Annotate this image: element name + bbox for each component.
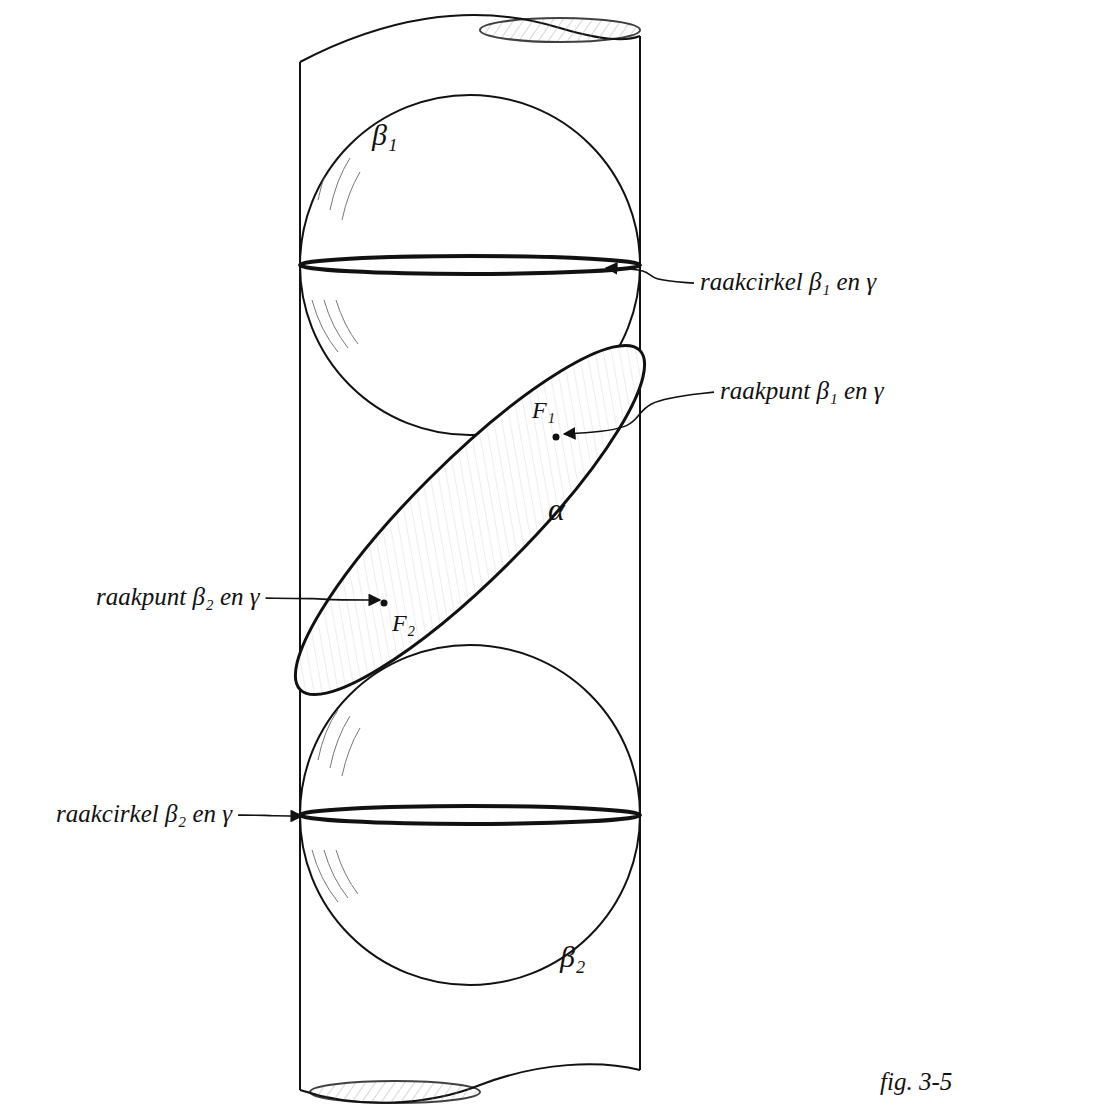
lower-sphere (300, 645, 640, 985)
leader-line (564, 392, 714, 434)
focus-point (553, 434, 560, 441)
leader-line (266, 598, 380, 600)
sphere-label: β₁ (372, 118, 397, 151)
callout-label: raakcirkel β₁ en γ (700, 268, 876, 296)
focus-label: F₂ (392, 610, 415, 636)
plane-label: α (548, 492, 565, 527)
focus-label: F₁ (532, 397, 555, 423)
focus-point (381, 600, 388, 607)
tangent-circle (300, 256, 640, 274)
tangent-circle (300, 806, 640, 824)
figure-caption: fig. 3-5 (880, 1068, 952, 1096)
callout-label: raakpunt β₁ en γ (720, 377, 884, 405)
callout-label: raakpunt β₂ en γ (96, 583, 260, 611)
leader-line (238, 814, 302, 816)
leader-line (606, 268, 694, 283)
sphere-label: β₂ (560, 940, 585, 973)
callout-label: raakcirkel β₂ en γ (56, 800, 232, 828)
plane-ellipse (259, 309, 680, 730)
